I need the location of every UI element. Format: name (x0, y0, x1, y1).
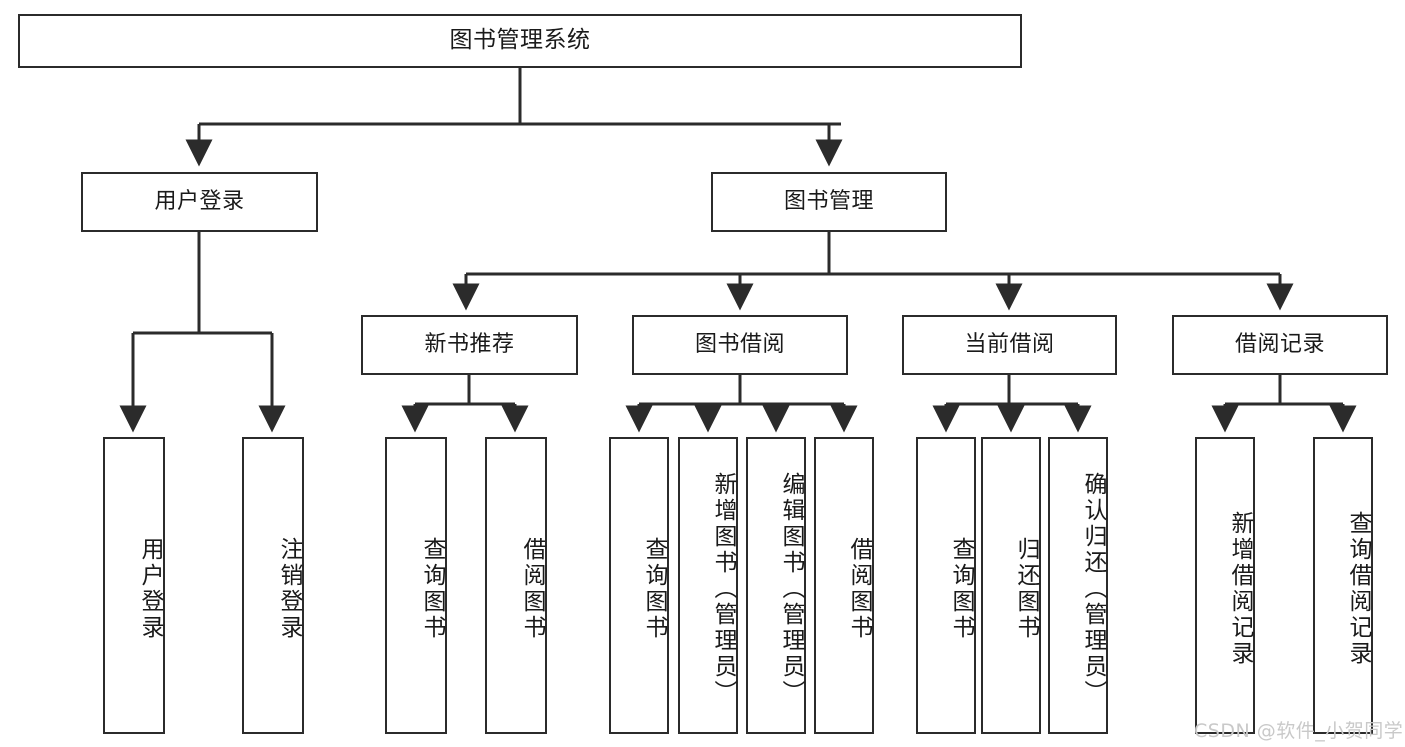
node-leaf-edit-book-admin-label: 编辑图书（管理员） (778, 471, 804, 706)
node-leaf-query-book-current[interactable]: 查询图书 (916, 437, 976, 734)
node-borrow-record-label: 借阅记录 (1234, 331, 1325, 357)
node-leaf-return-book[interactable]: 归还图书 (981, 437, 1041, 734)
node-leaf-query-book-recommend[interactable]: 查询图书 (385, 437, 447, 734)
node-leaf-query-book-current-label: 查询图书 (948, 536, 974, 641)
node-leaf-return-book-label: 归还图书 (1013, 536, 1039, 641)
node-leaf-query-borrow-record[interactable]: 查询借阅记录 (1313, 437, 1373, 734)
node-leaf-logout-label: 注销登录 (276, 536, 302, 641)
node-leaf-borrow-book-label: 借阅图书 (846, 536, 872, 641)
node-leaf-query-borrow-record-label: 查询借阅记录 (1345, 510, 1371, 667)
node-current-borrow-label: 当前借阅 (964, 331, 1055, 357)
node-root-book-management-system[interactable]: 图书管理系统 (18, 14, 1022, 68)
node-user-login-label: 用户登录 (154, 188, 245, 214)
node-new-book-recommend[interactable]: 新书推荐 (361, 315, 578, 375)
node-current-borrow[interactable]: 当前借阅 (902, 315, 1117, 375)
node-leaf-add-borrow-record-label: 新增借阅记录 (1227, 510, 1253, 667)
node-leaf-edit-book-admin[interactable]: 编辑图书（管理员） (746, 437, 806, 734)
node-user-login[interactable]: 用户登录 (81, 172, 318, 232)
node-leaf-add-book-admin-label: 新增图书（管理员） (710, 471, 736, 706)
node-leaf-confirm-return-admin[interactable]: 确认归还（管理员） (1048, 437, 1108, 734)
node-book-management-label: 图书管理 (783, 188, 874, 214)
watermark-csdn: CSDN @软件_小贺同学 (1194, 720, 1404, 742)
node-leaf-user-login-label: 用户登录 (137, 536, 163, 641)
node-book-borrow-label: 图书借阅 (694, 331, 785, 357)
node-leaf-query-book-borrow[interactable]: 查询图书 (609, 437, 669, 734)
node-leaf-query-book-borrow-label: 查询图书 (641, 536, 667, 641)
node-root-label: 图书管理系统 (449, 27, 591, 54)
node-book-borrow[interactable]: 图书借阅 (632, 315, 848, 375)
node-leaf-query-book-recommend-label: 查询图书 (419, 536, 445, 641)
node-leaf-confirm-return-admin-label: 确认归还（管理员） (1080, 471, 1106, 706)
node-leaf-user-login[interactable]: 用户登录 (103, 437, 165, 734)
node-leaf-add-borrow-record[interactable]: 新增借阅记录 (1195, 437, 1255, 734)
node-borrow-record[interactable]: 借阅记录 (1172, 315, 1388, 375)
node-leaf-borrow-book-recommend[interactable]: 借阅图书 (485, 437, 547, 734)
node-book-management[interactable]: 图书管理 (711, 172, 947, 232)
node-leaf-add-book-admin[interactable]: 新增图书（管理员） (678, 437, 738, 734)
node-leaf-borrow-book-recommend-label: 借阅图书 (519, 536, 545, 641)
node-leaf-borrow-book[interactable]: 借阅图书 (814, 437, 874, 734)
node-new-book-recommend-label: 新书推荐 (424, 331, 515, 357)
node-leaf-logout[interactable]: 注销登录 (242, 437, 304, 734)
